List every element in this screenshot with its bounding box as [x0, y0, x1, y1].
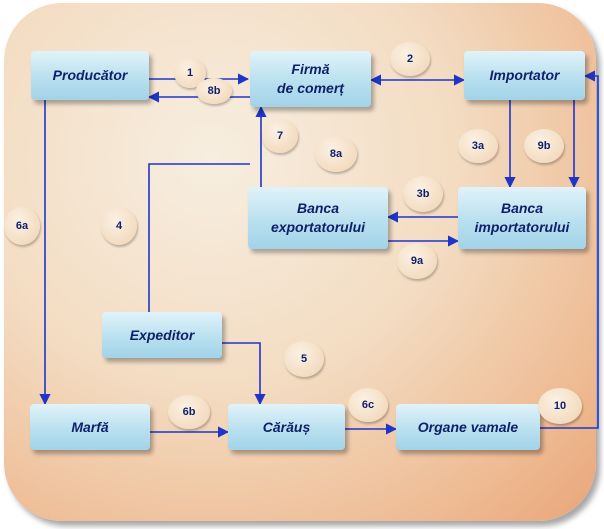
edge-4: [148, 163, 250, 312]
node-expeditor: Expeditor: [102, 312, 222, 358]
label-10: 10: [538, 388, 582, 424]
node-organe-vamale: Organe vamale: [396, 404, 540, 450]
label-7: 7: [262, 119, 298, 153]
label-3b: 3b: [403, 176, 443, 212]
label-6b: 6b: [168, 395, 210, 429]
label-9b: 9b: [524, 129, 564, 163]
label-8a: 8a: [315, 136, 357, 172]
label-5: 5: [284, 341, 324, 377]
node-marfa: Marfă: [30, 404, 150, 450]
label-3a: 3a: [458, 129, 498, 163]
node-banca-exportatorului: Banca exportatorului: [248, 187, 388, 249]
node-banca-importatorului: Banca importatorului: [458, 187, 586, 249]
label-2: 2: [390, 42, 430, 76]
node-producator: Producător: [31, 51, 149, 100]
node-importator: Importator: [464, 51, 585, 100]
edge-5: [222, 342, 266, 406]
label-9a: 9a: [397, 243, 437, 279]
node-firma-de-comert: Firmă de comerț: [250, 51, 371, 107]
label-6c: 6c: [348, 388, 388, 422]
node-caraus: Cărăuș: [228, 404, 345, 450]
label-4: 4: [101, 207, 137, 245]
edge-10: [540, 70, 599, 429]
label-6a: 6a: [4, 207, 40, 245]
label-8b: 8b: [196, 78, 232, 104]
